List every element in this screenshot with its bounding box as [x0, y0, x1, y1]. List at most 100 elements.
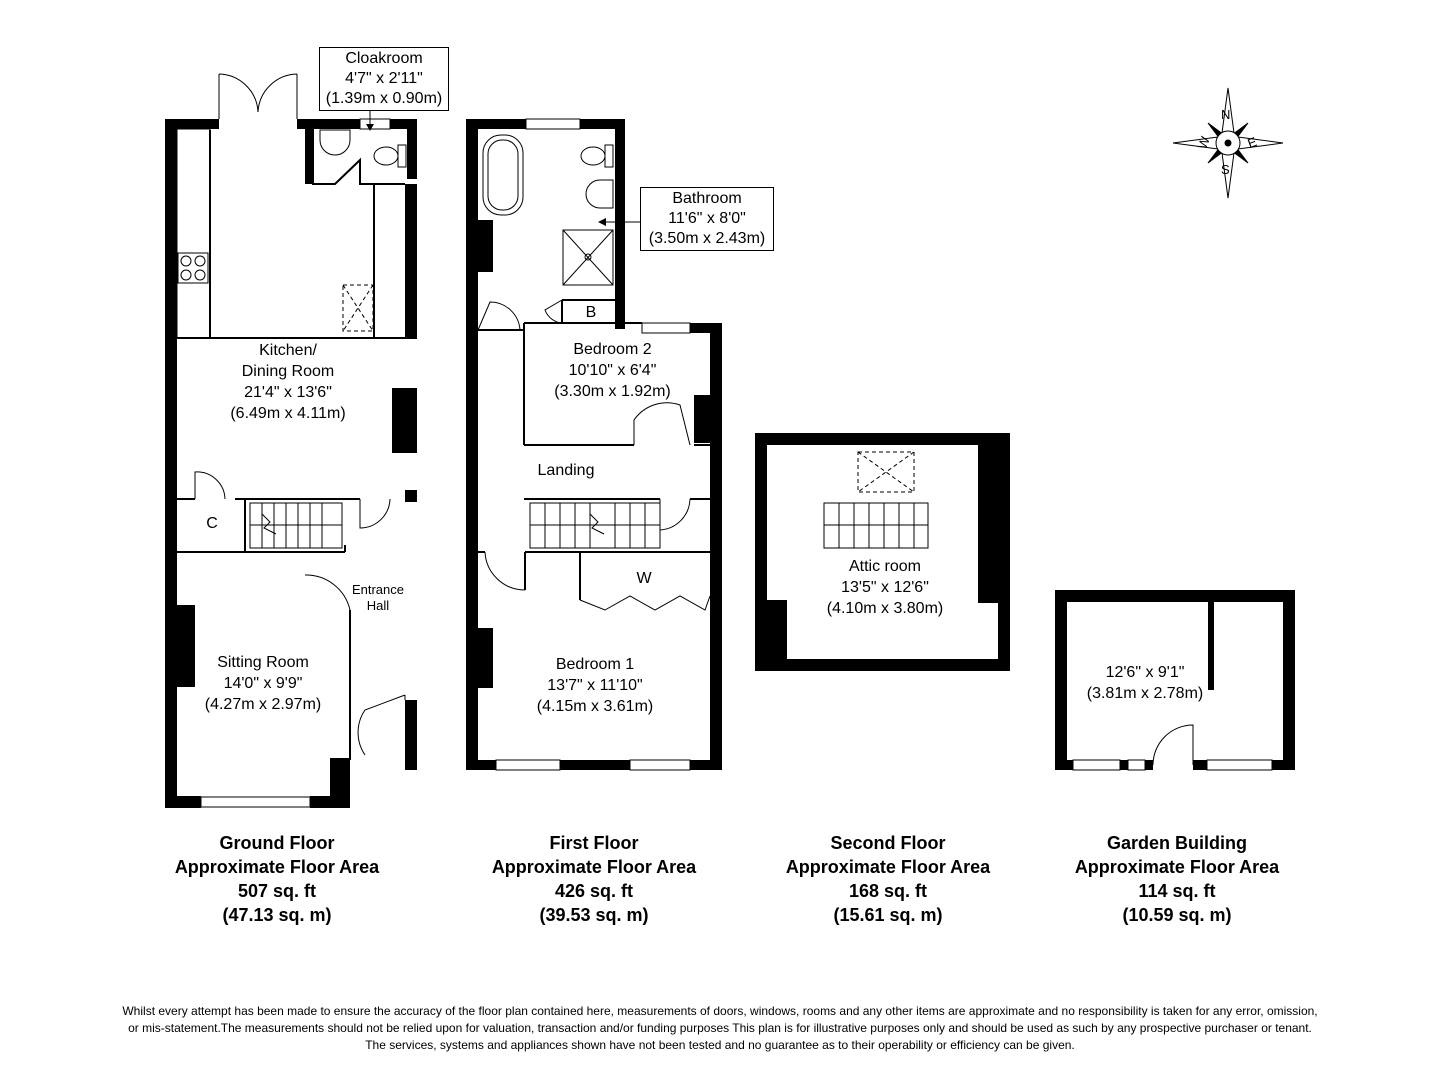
garden-room-metric: (3.81m x 2.78m) [1086, 685, 1204, 702]
bedroom-2-metric: (3.30m x 1.92m) [554, 383, 671, 400]
garden-building-walls [1055, 590, 1295, 770]
cloakroom-imperial: 4'7" x 2'11" [345, 70, 423, 87]
garden-building-area-m: (10.59 sq. m) [1122, 905, 1232, 925]
french-doors-icon [218, 73, 298, 119]
second-floor-walls [755, 433, 1010, 671]
attic-room-name: Attic room [848, 558, 921, 575]
compass-north-label: N [1221, 107, 1231, 122]
wardrobe-label: W [636, 570, 652, 587]
bathroom-name: Bathroom [672, 190, 742, 207]
ground-floor-doors [194, 471, 406, 756]
first-floor-plan [466, 118, 722, 771]
entrance-hall-line1: Entrance [351, 582, 405, 597]
bedroom-1-metric: (4.15m x 3.61m) [536, 698, 654, 715]
basin-icon [319, 129, 351, 156]
sitting-room-window [200, 796, 311, 808]
second-floor-area-m: (15.61 sq. m) [833, 905, 943, 925]
sitting-room-metric: (4.27m x 2.97m) [204, 696, 322, 713]
first-floor-doors [477, 299, 691, 591]
cloakroom-name: Cloakroom [345, 50, 423, 67]
attic-room-label: Attic room 13'5" x 12'6" (4.10m x 3.80m) [800, 556, 970, 619]
cloakroom-callout: Cloakroom 4'7" x 2'11" (1.39m x 0.90m) [319, 47, 449, 111]
cupboard-label: C [206, 515, 218, 532]
first-floor-inner-walls [478, 299, 710, 600]
attic-skylight-icon [857, 451, 915, 493]
compass-south-label: S [1221, 162, 1230, 177]
bedroom-1-name: Bedroom 1 [555, 656, 635, 673]
ground-floor-title: Ground Floor [219, 833, 335, 853]
bedroom-2-name: Bedroom 2 [573, 341, 652, 358]
garden-building-caption: Garden Building Approximate Floor Area 1… [1027, 831, 1327, 927]
bedroom-2-imperial: 10'10" x 6'4" [568, 362, 657, 379]
kitchen-worktop [176, 128, 211, 339]
second-floor-caption: Second Floor Approximate Floor Area 168 … [738, 831, 1038, 927]
garden-building-windows [1072, 759, 1273, 771]
bathroom-pointer-arrow [598, 218, 606, 226]
attic-room-metric: (4.10m x 3.80m) [826, 600, 944, 617]
cloakroom-pointer-arrow [366, 124, 374, 131]
attic-stairs [823, 502, 929, 549]
sitting-room-imperial: 14'0" x 9'9" [223, 675, 303, 692]
disclaimer-line-2: or mis-statement.The measurements should… [128, 1021, 1312, 1035]
compass-rose-icon [1172, 87, 1284, 199]
ground-floor-subtitle: Approximate Floor Area [174, 857, 380, 877]
toilet-icon [580, 144, 614, 168]
second-floor-plan [755, 433, 1010, 671]
kitchen-metric: (6.49m x 4.11m) [230, 405, 346, 422]
first-floor-windows [495, 118, 691, 771]
ground-floor-walls [165, 119, 417, 808]
disclaimer: Whilst every attempt has been made to en… [0, 1003, 1440, 1054]
garden-room-label: 12'6" x 9'1" (3.81m x 2.78m) [1070, 662, 1220, 704]
attic-room-imperial: 13'5" x 12'6" [841, 579, 929, 596]
sitting-room-label: Sitting Room 14'0" x 9'9" (4.27m x 2.97m… [178, 652, 348, 715]
landing-label: Landing [537, 462, 595, 479]
garden-building-door [1152, 724, 1194, 766]
bathroom-imperial: 11'6" x 8'0" [668, 210, 746, 227]
first-floor-area-m: (39.53 sq. m) [539, 905, 649, 925]
boiler-label: B [585, 304, 597, 321]
cloakroom-window [359, 118, 391, 130]
second-floor-title: Second Floor [830, 833, 946, 853]
first-floor-stairs [529, 502, 661, 549]
bedroom-2-label: Bedroom 2 10'10" x 6'4" (3.30m x 1.92m) [530, 339, 695, 402]
bath-icon [482, 134, 524, 216]
toilet-icon [373, 144, 407, 168]
first-floor-subtitle: Approximate Floor Area [491, 857, 697, 877]
first-floor-walls [466, 119, 722, 770]
second-floor-subtitle: Approximate Floor Area [785, 857, 991, 877]
basin-icon [585, 179, 614, 209]
ground-floor-area-ft: 507 sq. ft [237, 881, 317, 901]
kitchen-imperial: 21'4" x 13'6" [244, 384, 332, 401]
first-floor-area-ft: 426 sq. ft [554, 881, 634, 901]
ground-floor-plan [165, 73, 417, 808]
first-floor-title: First Floor [549, 833, 639, 853]
garden-building-area-ft: 114 sq. ft [1138, 881, 1216, 901]
garden-room-imperial: 12'6" x 9'1" [1105, 664, 1185, 681]
bathroom-metric: (3.50m x 2.43m) [648, 230, 766, 247]
cloakroom-metric: (1.39m x 0.90m) [325, 90, 443, 107]
skylight-icon [342, 284, 374, 332]
disclaimer-line-3: The services, systems and appliances sho… [365, 1038, 1075, 1052]
ground-floor-stairs [249, 502, 343, 549]
bedroom-1-label: Bedroom 1 13'7" x 11'10" (4.15m x 3.61m) [510, 654, 680, 717]
entrance-hall-label: Entrance Hall [350, 582, 406, 614]
ground-floor-area-m: (47.13 sq. m) [222, 905, 332, 925]
entrance-hall-line2: Hall [366, 598, 390, 613]
kitchen-name-2: Dining Room [241, 363, 335, 380]
garden-building-plan [1055, 590, 1295, 771]
ground-floor-caption: Ground Floor Approximate Floor Area 507 … [127, 831, 427, 927]
hob-icon [177, 252, 209, 284]
first-floor-caption: First Floor Approximate Floor Area 426 s… [444, 831, 744, 927]
bathroom-callout: Bathroom 11'6" x 8'0" (3.50m x 2.43m) [640, 187, 774, 251]
garden-building-subtitle: Approximate Floor Area [1074, 857, 1280, 877]
second-floor-area-ft: 168 sq. ft [848, 881, 928, 901]
garden-building-title: Garden Building [1106, 833, 1247, 853]
bedroom-1-imperial: 13'7" x 11'10" [547, 677, 643, 694]
sitting-room-name: Sitting Room [217, 654, 309, 671]
wardrobe-doors [579, 595, 711, 611]
disclaimer-line-1: Whilst every attempt has been made to en… [122, 1004, 1318, 1018]
kitchen-name-1: Kitchen/ [259, 342, 317, 359]
kitchen-label: Kitchen/ Dining Room 21'4" x 13'6" (6.49… [188, 340, 388, 424]
shower-tray-icon [562, 229, 614, 286]
